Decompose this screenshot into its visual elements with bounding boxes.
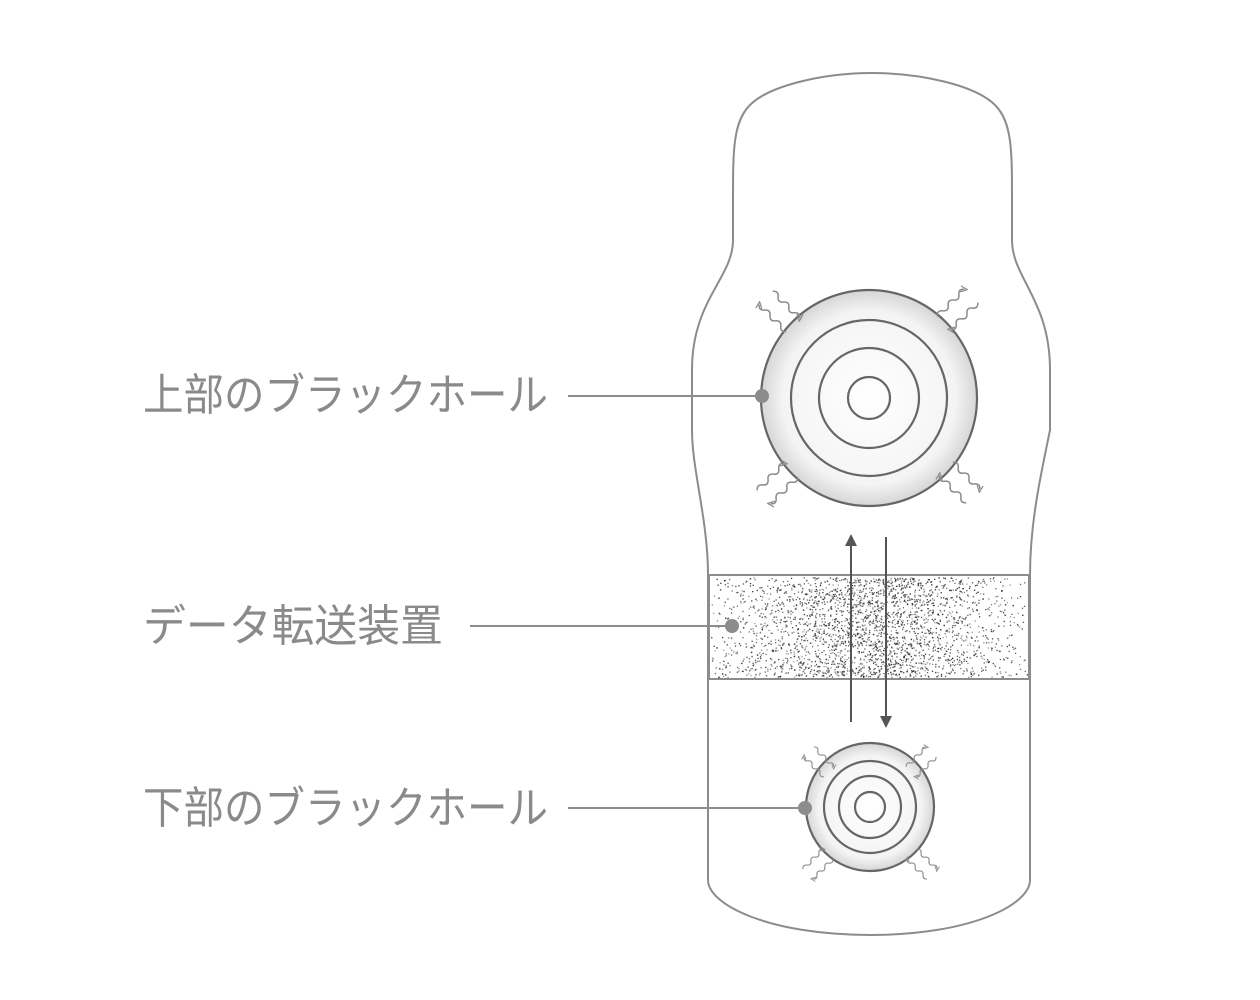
- upper-black-hole-label: 上部のブラックホール: [143, 370, 548, 421]
- noise-texture: [711, 577, 1028, 679]
- lower-black-hole: [804, 741, 936, 873]
- data-transfer-device-label: データ転送装置: [143, 601, 443, 652]
- upper-leader-dot: [755, 389, 769, 403]
- transfer-leader-dot: [725, 619, 739, 633]
- upper-black-hole: [759, 288, 979, 508]
- lower-black-hole-label: 下部のブラックホール: [143, 783, 548, 834]
- lower-leader-dot: [798, 801, 812, 815]
